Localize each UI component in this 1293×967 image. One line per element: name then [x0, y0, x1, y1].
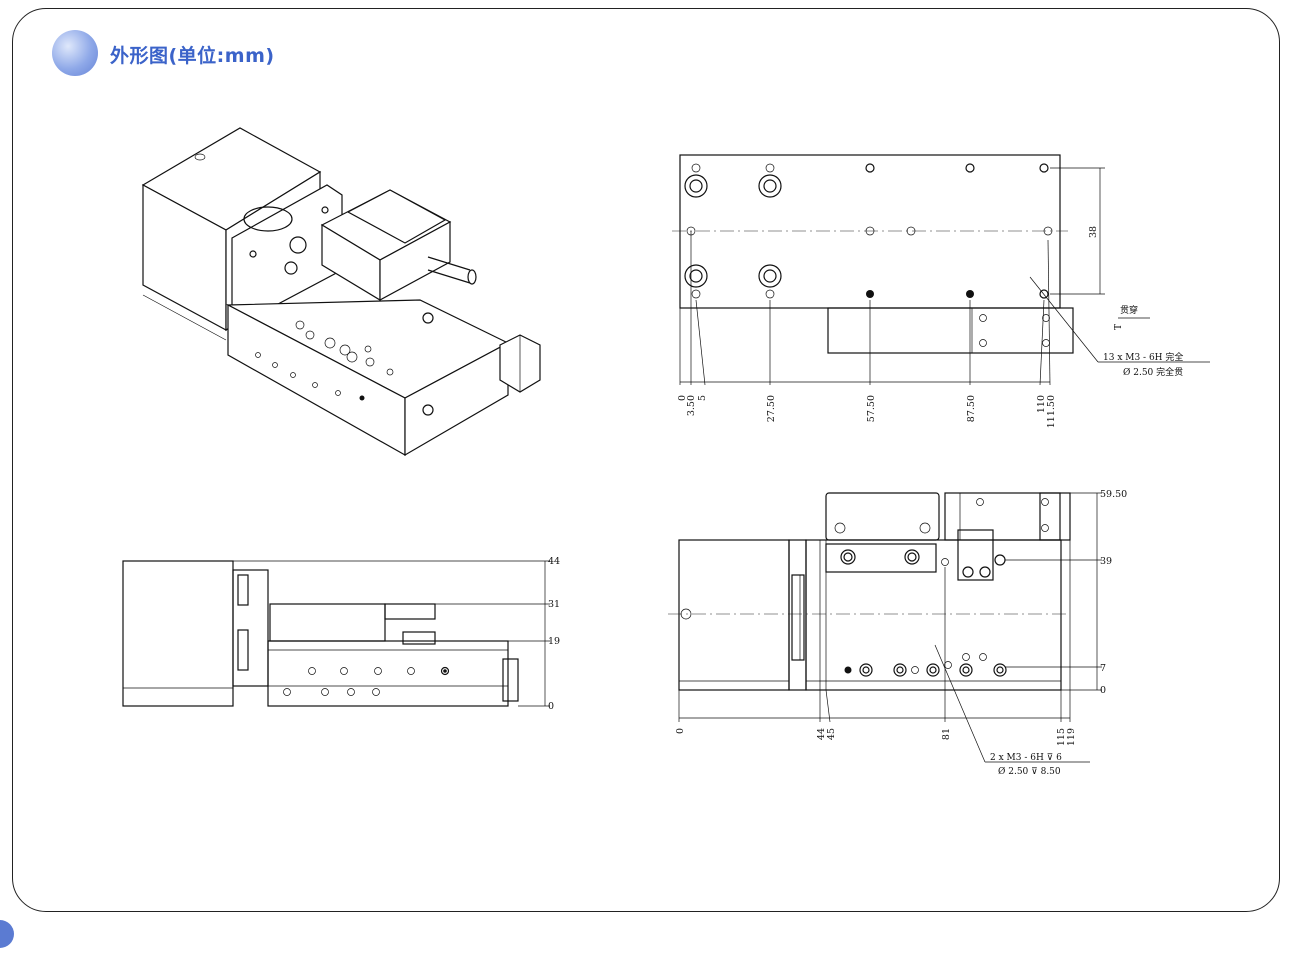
front-note-line1: 2 x M3 - 6H ⊽ 6 [990, 753, 1062, 763]
top-dim-3-50: 3.50 [686, 395, 697, 416]
through-label: 贯穿 [1120, 304, 1138, 316]
top-dim-5: 5 [697, 395, 708, 401]
front-dim-39: 39 [1100, 556, 1112, 567]
top-dim-27-50: 27.50 [766, 395, 777, 422]
drawing-frame [12, 8, 1280, 912]
front-view: 59.50 39 7 0 0 44 45 81 115 119 2 x M3 -… [668, 489, 1127, 777]
top-view: 38 0 3.50 5 27.50 57.50 87.50 110 111.50… [672, 154, 1210, 428]
top-small-mark: T [1114, 324, 1124, 330]
front-dim-59-50: 59.50 [1100, 489, 1127, 500]
header-bullet-icon [52, 30, 98, 76]
page-title: 外形图(单位:mm) [110, 45, 275, 67]
top-dim-38: 38 [1088, 226, 1099, 238]
side-dim-44: 44 [548, 556, 560, 567]
corner-bullet-icon [0, 920, 14, 948]
front-xdim-115: 115 [1056, 728, 1067, 746]
front-dim-0: 0 [1100, 685, 1106, 696]
side-dim-0: 0 [548, 701, 554, 712]
top-dim-110: 110 [1036, 395, 1047, 413]
front-note-line2: Ø 2.50 ⊽ 8.50 [998, 766, 1061, 777]
top-note-line2: Ø 2.50 完全贯 [1123, 366, 1183, 378]
front-xdim-119: 119 [1066, 728, 1077, 746]
top-dim-87-50: 87.50 [966, 395, 977, 422]
side-dim-19: 19 [548, 636, 560, 647]
front-dim-7: 7 [1100, 663, 1106, 674]
front-xdim-81: 81 [941, 728, 952, 740]
top-dim-111-50: 111.50 [1046, 395, 1057, 428]
front-xdim-44: 44 [816, 728, 827, 740]
top-dim-57-50: 57.50 [866, 395, 877, 422]
top-dim-0: 0 [677, 395, 688, 401]
side-dim-31: 31 [548, 599, 560, 610]
side-view: 44 31 19 0 [122, 556, 560, 712]
front-xdim-0: 0 [675, 728, 686, 734]
front-xdim-45: 45 [826, 728, 837, 740]
top-note-line1: 13 x M3 - 6H 完全 [1103, 351, 1183, 363]
isometric-view [141, 127, 541, 457]
